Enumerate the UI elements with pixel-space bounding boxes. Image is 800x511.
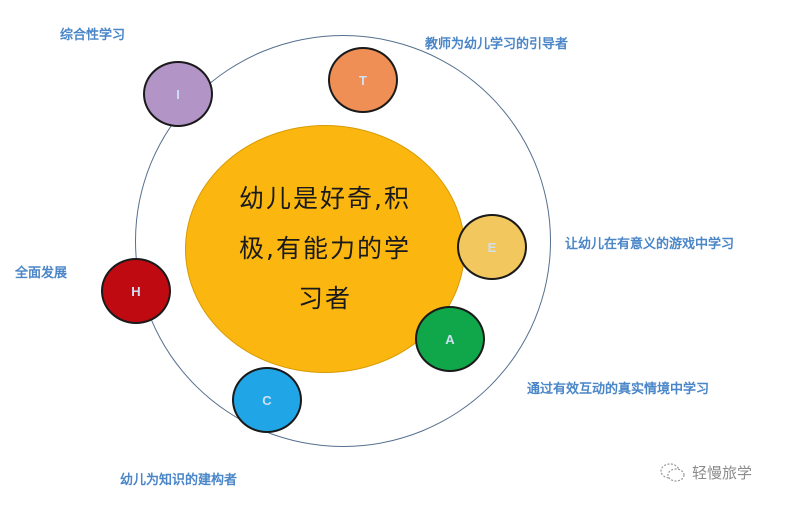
node-letter: C (262, 392, 272, 408)
node-e: E (457, 214, 527, 280)
outer-ring (135, 35, 551, 447)
node-letter: T (359, 72, 367, 88)
wechat-icon (660, 462, 686, 483)
node-h: H (101, 258, 171, 324)
node-t: T (328, 47, 398, 113)
label-meaningful-play: 让幼儿在有意义的游戏中学习 (565, 237, 735, 252)
center-text: 幼儿是好奇,积极,有能力的学习者 (239, 184, 411, 313)
node-letter: I (176, 86, 180, 102)
label-holistic-development: 全面发展 (15, 266, 68, 281)
label-knowledge-builder: 幼儿为知识的建构者 (120, 473, 238, 488)
node-i: I (143, 61, 213, 127)
node-letter: A (445, 331, 455, 347)
label-teacher-guide: 教师为幼儿学习的引导者 (425, 37, 569, 52)
watermark: 轻慢旅学 (660, 462, 752, 483)
watermark-text: 轻慢旅学 (692, 464, 753, 482)
node-letter: E (487, 239, 497, 255)
node-c: C (232, 367, 302, 433)
label-authentic-interaction: 通过有效互动的真实情境中学习 (527, 382, 710, 397)
node-a: A (415, 306, 485, 372)
label-integrated-learning: 综合性学习 (60, 28, 126, 43)
node-letter: H (131, 283, 141, 299)
